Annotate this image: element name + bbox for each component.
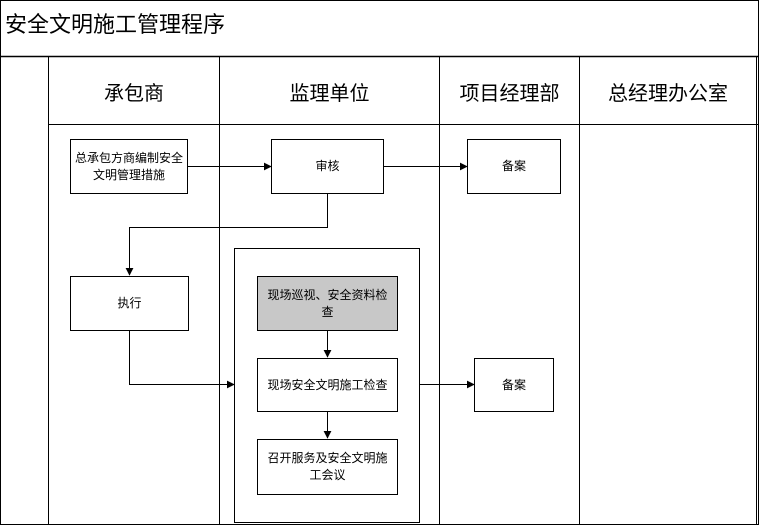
node-file-record-1: 备案	[467, 139, 561, 194]
edge-n2-n4	[125, 194, 328, 276]
lane-header-contractor: 承包商	[104, 80, 164, 105]
node-site-inspection: 现场安全文明施工检查	[257, 358, 398, 412]
lane-header-project-dept: 项目经理部	[459, 80, 560, 105]
edge-n4-group	[129, 331, 235, 389]
node-prepare-measures: 总承包方商编制安全文明管理措施	[70, 139, 188, 194]
node-site-patrol: 现场巡视、安全资料检查	[257, 276, 398, 331]
lane-header-gm-office: 总经理办公室	[608, 80, 728, 105]
node-review: 审核	[271, 139, 384, 194]
diagram-title: 安全文明施工管理程序	[5, 13, 226, 38]
node-file-record-2: 备案	[474, 358, 554, 412]
lane-header-supervision: 监理单位	[289, 80, 370, 105]
node-safety-meeting: 召开服务及安全文明施工会议	[257, 439, 398, 495]
node-execute: 执行	[70, 276, 189, 331]
